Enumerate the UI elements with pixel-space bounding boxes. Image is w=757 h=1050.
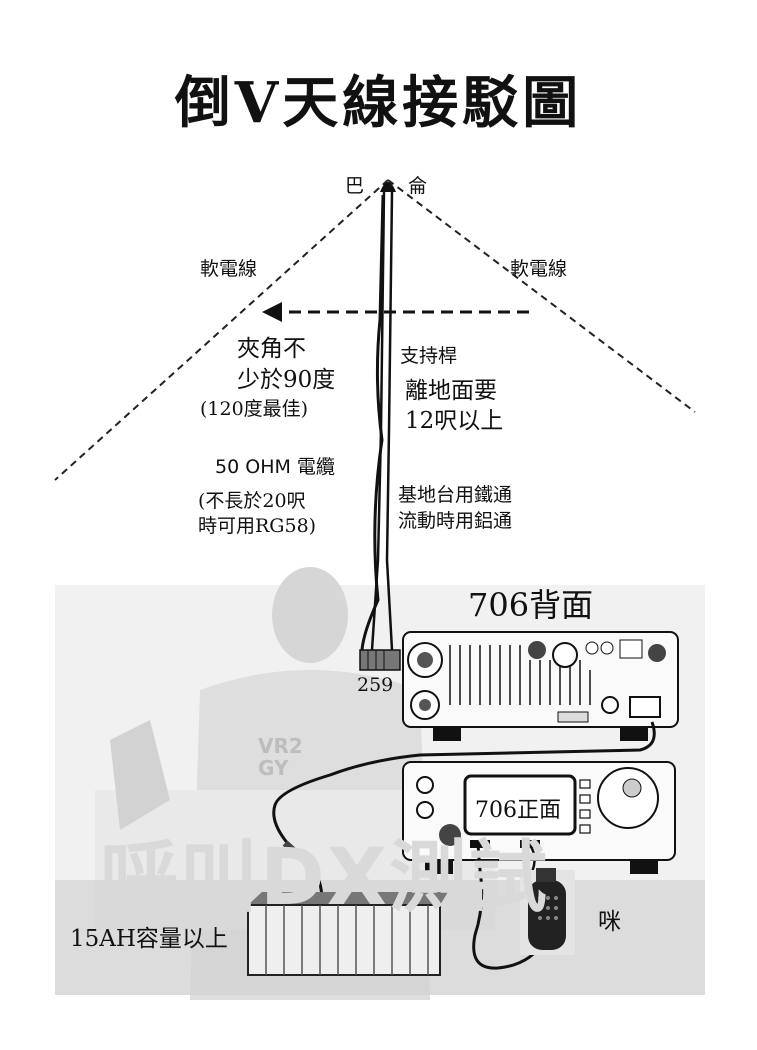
coax-cable [360,194,385,659]
balun-label-left: 巴 [345,175,365,197]
radio-front-panel [402,761,676,874]
battery-label: 15AH容量以上 [70,926,228,952]
right-wire [387,179,696,413]
height-label-line2: 12呎以上 [405,408,504,434]
mast-label: 支持桿 [400,345,458,367]
mic-cable [472,844,547,970]
angle-label-line1: 夾角不 [237,336,306,362]
wire-label-left: 軟電線 [200,258,258,280]
wire-label-right: 軟電線 [510,258,568,280]
watermark-text: 呼叫DX測試 [100,833,549,923]
mic-label: 咪 [598,909,621,935]
radio-rear-panel [402,631,679,741]
dipole-wires [54,179,696,481]
coax-note-line1: (不長於20呎 [198,490,306,512]
balun-icon [380,182,396,192]
connector-label: 259 [357,674,394,696]
height-label-line1: 離地面要 [405,378,497,404]
shirt-text: VR2 GY [258,734,303,780]
fuse-holder [282,840,318,873]
mast-note-line2: 流動時用鋁通 [398,510,513,532]
angle-note: (120度最佳) [200,398,309,420]
coax-label: 50 OHM 電纜 [215,456,335,478]
power-cable [272,721,656,861]
microphone-icon [520,868,575,955]
rear-panel-title: 706背面 [468,586,594,624]
angle-label-line2: 少於90度 [237,367,336,393]
front-screen-label: 706正面 [475,798,561,823]
page-title: 倒V天線接駁圖 [174,70,583,136]
angle-arrow [262,302,535,322]
battery-pack [247,892,448,976]
coax-note-line2: 時可用RG58) [198,515,317,537]
mast-note-line1: 基地台用鐵通 [398,484,513,506]
pl259-connector [359,649,401,671]
balun-label-right: 侖 [408,175,428,197]
left-wire [54,179,389,481]
